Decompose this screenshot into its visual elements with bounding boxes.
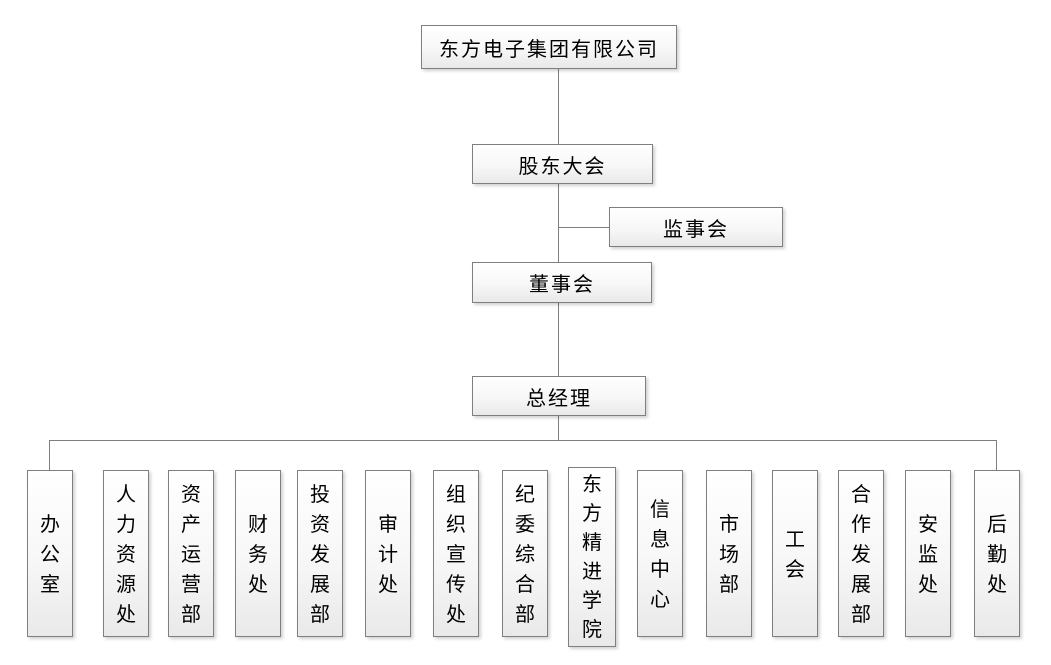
org-node-dept-audit: 审计处 — [365, 470, 411, 637]
org-node-dept-human-resources: 人力资源处 — [103, 470, 149, 637]
org-node-company-label: 东方电子集团有限公司 — [439, 36, 659, 61]
org-node-dept-audit-label: 审计处 — [378, 511, 398, 596]
org-node-dept-safety-supervision: 安监处 — [905, 470, 951, 637]
org-node-shareholders-meeting: 股东大会 — [472, 144, 653, 184]
org-node-dept-dongfang-jingjin-academy-label: 东方精进学院 — [582, 472, 602, 641]
org-node-general-manager-label: 总经理 — [526, 385, 592, 410]
org-node-dept-marketing-label: 市场部 — [719, 511, 739, 596]
connector-bus-right-drop — [996, 440, 997, 470]
org-node-board-of-directors-label: 董事会 — [529, 272, 595, 296]
connector-shareholders-to-board — [558, 184, 559, 262]
connector-general-manager-to-bus — [558, 416, 559, 440]
org-node-dept-dongfang-jingjin-academy: 东方精进学院 — [568, 467, 616, 647]
org-node-dept-logistics: 后勤处 — [974, 470, 1020, 637]
org-node-dept-discipline-inspection: 纪委综合部 — [502, 470, 548, 637]
org-node-general-manager: 总经理 — [472, 376, 646, 416]
connector-department-bus — [49, 440, 996, 441]
org-node-dept-marketing: 市场部 — [706, 470, 752, 637]
org-node-dept-information-center: 信息中心 — [637, 470, 683, 637]
connector-company-to-shareholders — [558, 69, 559, 144]
org-node-dept-cooperation-development: 合作发展部 — [838, 470, 884, 637]
connector-trunk-to-supervisory-board — [558, 227, 609, 228]
org-node-dept-labor-union-label: 工会 — [785, 526, 805, 581]
connector-board-to-general-manager — [558, 303, 559, 376]
org-node-dept-labor-union: 工会 — [772, 470, 818, 637]
org-node-dept-human-resources-label: 人力资源处 — [116, 481, 136, 626]
connector-bus-left-drop — [49, 440, 50, 470]
org-node-dept-office: 办公室 — [27, 470, 73, 637]
org-node-dept-cooperation-development-label: 合作发展部 — [851, 481, 871, 626]
org-node-dept-logistics-label: 后勤处 — [987, 511, 1007, 596]
org-node-dept-office-label: 办公室 — [40, 511, 60, 596]
org-node-dept-organization-publicity-label: 组织宣传处 — [446, 481, 466, 626]
org-node-dept-asset-operations: 资产运营部 — [168, 470, 214, 637]
org-node-dept-information-center-label: 信息中心 — [650, 496, 670, 611]
org-node-board-of-directors: 董事会 — [472, 262, 652, 303]
org-node-dept-organization-publicity: 组织宣传处 — [433, 470, 479, 637]
org-node-dept-finance: 财务处 — [235, 470, 281, 637]
org-node-dept-finance-label: 财务处 — [248, 511, 268, 596]
org-node-shareholders-meeting-label: 股东大会 — [518, 153, 607, 178]
org-node-supervisory-board: 监事会 — [609, 207, 783, 247]
org-node-company: 东方电子集团有限公司 — [421, 25, 677, 69]
org-node-dept-investment-development: 投资发展部 — [297, 470, 343, 637]
org-node-dept-asset-operations-label: 资产运营部 — [181, 481, 201, 626]
org-node-dept-investment-development-label: 投资发展部 — [310, 481, 330, 626]
org-node-dept-discipline-inspection-label: 纪委综合部 — [515, 481, 535, 626]
org-node-supervisory-board-label: 监事会 — [663, 216, 729, 241]
org-node-dept-safety-supervision-label: 安监处 — [918, 511, 938, 596]
